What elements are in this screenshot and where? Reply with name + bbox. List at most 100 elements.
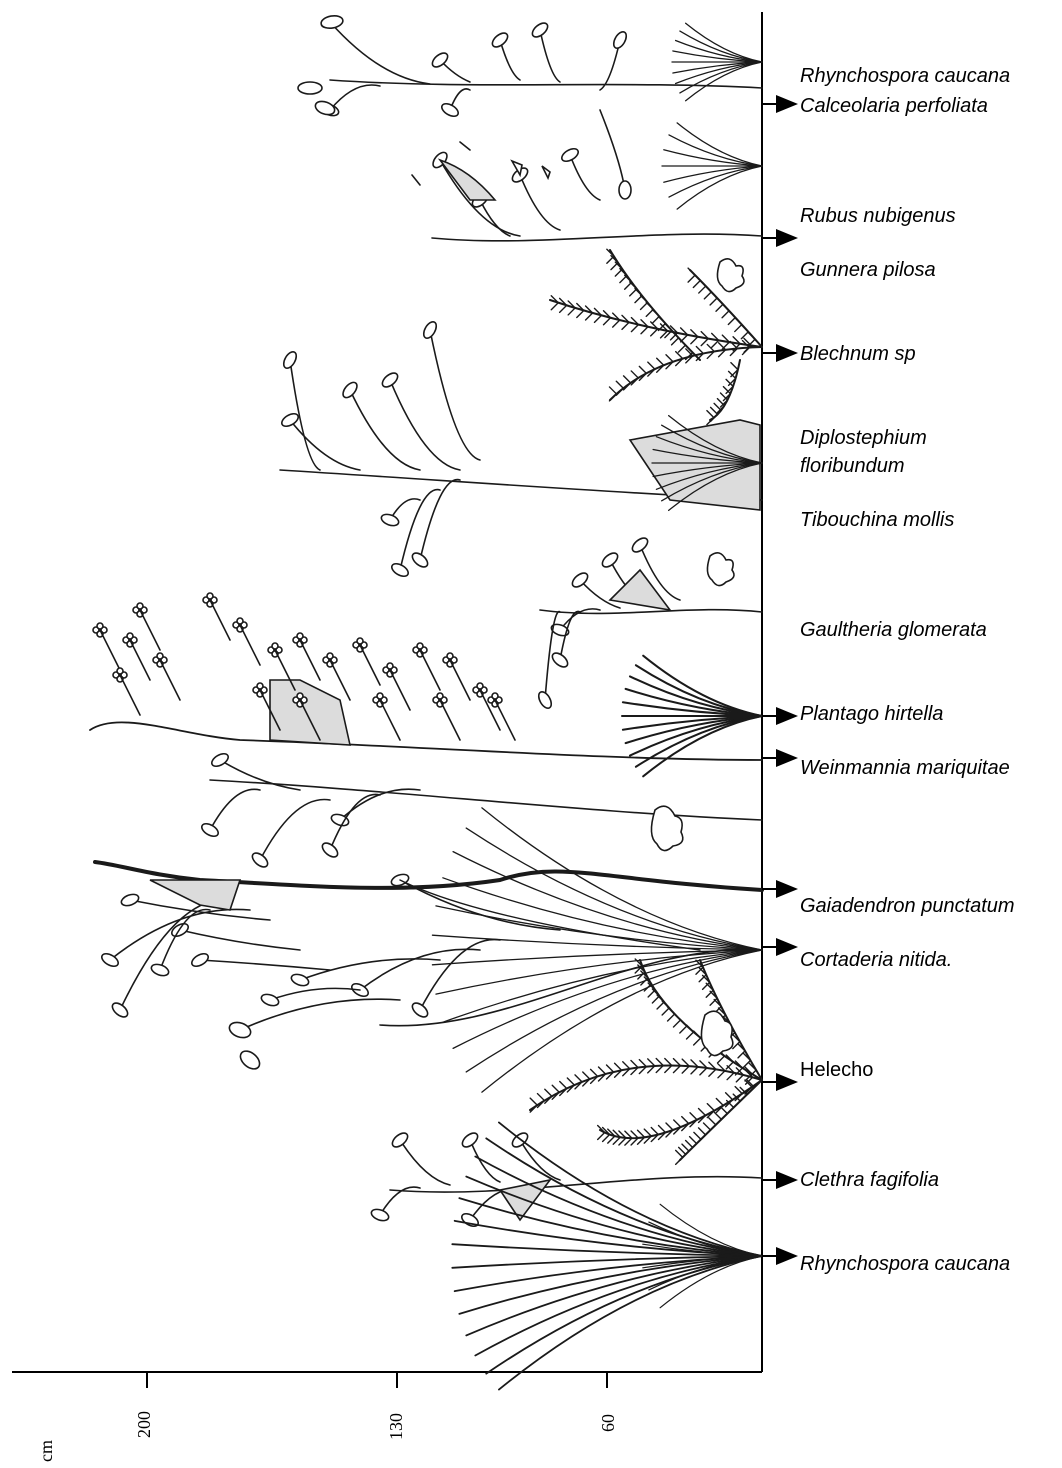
label-weinmannia: Weinmannia mariquitae <box>800 756 1010 780</box>
stem-line <box>466 828 762 950</box>
arrow-head <box>776 938 798 956</box>
stem-line <box>600 110 625 190</box>
leaf-shape <box>210 751 231 769</box>
flower-petal <box>207 593 213 599</box>
flower-petal <box>127 633 133 639</box>
stem-line <box>240 625 260 665</box>
label-diplostephium-2: floribundum <box>800 454 905 478</box>
label-diplostephium-1: Diplostephium <box>800 426 927 450</box>
stem-line <box>160 660 180 700</box>
flower-petal <box>357 638 363 644</box>
leaf-shape <box>410 1000 430 1019</box>
helecho-leaf-symbol <box>701 1011 732 1055</box>
stem-line <box>100 630 120 670</box>
stem-line <box>200 960 330 970</box>
flower-petal <box>297 633 303 639</box>
label-rhynchospora-top: Rhynchospora caucana <box>800 64 1010 88</box>
label-plantago: Plantago hirtella <box>800 702 943 726</box>
leaf-shape <box>227 1020 252 1041</box>
tick-label-60: 60 <box>598 1414 619 1432</box>
leaf-shape <box>560 146 581 164</box>
stem-line <box>520 175 560 230</box>
stem-line <box>210 789 260 830</box>
tick-label-200: 200 <box>134 1411 155 1438</box>
leaf-shape <box>630 535 650 554</box>
leaf-shape <box>410 550 430 569</box>
label-gaultheria: Gaultheria glomerata <box>800 618 987 642</box>
stem-line <box>350 390 420 470</box>
leaf-shape <box>237 1048 263 1073</box>
label-helecho: Helecho <box>800 1058 873 1082</box>
arrow-head <box>776 229 798 247</box>
stem-line <box>420 480 460 560</box>
stem-line <box>610 250 700 360</box>
stem-line <box>300 640 320 680</box>
stem-line <box>540 30 560 82</box>
flower-petal <box>257 683 263 689</box>
flower-petal <box>297 693 303 699</box>
axis-unit-label: cm <box>36 1440 57 1462</box>
flower-petal <box>447 653 453 659</box>
leaf-shape <box>340 380 359 400</box>
flower-petal <box>157 653 163 659</box>
leaf-shape <box>460 1130 480 1149</box>
stem-line <box>610 347 762 400</box>
leaf-shape <box>440 101 461 119</box>
stem-line <box>270 680 350 745</box>
flower-petal <box>97 623 103 629</box>
stem-line <box>430 330 480 460</box>
arrow-head <box>776 1073 798 1091</box>
leaf-shape <box>530 20 550 39</box>
stem-line <box>180 930 300 950</box>
leaf-shape <box>536 690 554 711</box>
leaf-shape <box>250 850 270 869</box>
stem-line <box>330 85 380 110</box>
leaf-shape <box>190 951 211 969</box>
label-rhynchospora-bottom: Rhynchospora caucana <box>800 1252 1010 1276</box>
arrow-head <box>776 1171 798 1189</box>
leaf-shape <box>550 650 570 669</box>
arrow-head <box>776 1247 798 1265</box>
stem-line <box>330 660 350 700</box>
leaf-shape <box>320 840 340 859</box>
leaf-shape <box>390 1130 410 1149</box>
arrow-head <box>776 95 798 113</box>
stem-line <box>580 580 620 608</box>
flower-petal <box>387 663 393 669</box>
stem-line <box>140 610 160 650</box>
leaf-shape <box>110 1000 130 1019</box>
stem-line <box>380 700 400 740</box>
flower-petal <box>327 653 333 659</box>
stem-line <box>570 155 600 200</box>
label-tibouchina: Tibouchina mollis <box>800 508 954 532</box>
arrow-head <box>776 880 798 898</box>
stem-line <box>270 988 360 1000</box>
leaf-shape <box>281 350 299 371</box>
leaf-shape <box>611 30 629 51</box>
stem-line <box>500 40 520 80</box>
flower-petal <box>492 693 498 699</box>
label-gaiadendron: Gaiadendron punctatum <box>800 894 1015 918</box>
label-arrows <box>762 95 798 1265</box>
leaf-shape <box>460 1211 481 1229</box>
stem-line <box>390 670 410 710</box>
stem-line <box>450 660 470 700</box>
leaf-shape <box>320 14 344 30</box>
leaf-shape <box>390 561 411 579</box>
arrow-head <box>776 749 798 767</box>
leaf-shape <box>150 962 170 978</box>
leaf-shape <box>380 512 400 528</box>
leaf-shape <box>120 892 140 908</box>
plant-illustrations <box>90 14 762 1389</box>
stem-line <box>120 900 230 1010</box>
stem-line <box>130 640 150 680</box>
stem-line <box>330 22 430 84</box>
stem-line <box>120 675 140 715</box>
flower-petal <box>117 668 123 674</box>
stem-line <box>432 234 762 241</box>
leaf-shape <box>380 370 400 389</box>
flower-petal <box>272 643 278 649</box>
stem-line <box>360 949 480 990</box>
stem-line <box>390 380 460 470</box>
stem-line <box>240 999 400 1030</box>
